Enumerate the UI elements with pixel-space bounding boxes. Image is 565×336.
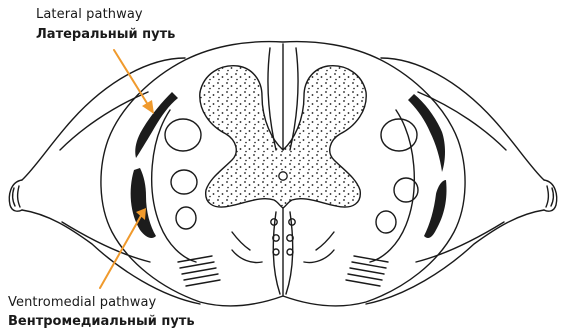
lateral-pathway-arrowhead bbox=[142, 100, 154, 114]
right-ventral-root-hatching bbox=[346, 256, 388, 286]
lateral-pathway-label-ru: Латеральный путь bbox=[36, 26, 175, 44]
lateral-pathway-label-en: Lateral pathway bbox=[36, 6, 143, 24]
right-white-matter-loop-lower bbox=[376, 211, 396, 233]
right-meninges-sleeve-upper bbox=[381, 58, 544, 180]
left-white-matter-loop-lower bbox=[176, 207, 196, 229]
left-white-matter-loop-middle bbox=[171, 170, 197, 194]
ventromedial-pathway-label-en: Ventromedial pathway bbox=[8, 294, 156, 312]
ventromedial-pathway-label-ru: Вентромедиальный путь bbox=[8, 313, 195, 331]
left-lateral-funiculus-outline bbox=[152, 110, 196, 262]
left-white-matter-loop-upper bbox=[165, 119, 201, 151]
right-ventral-tract bbox=[424, 180, 447, 238]
right-white-matter-loop-upper bbox=[381, 119, 417, 151]
left-ventral-root-hatching bbox=[178, 256, 220, 286]
right-lateral-funiculus-outline bbox=[370, 110, 414, 262]
central-canal bbox=[279, 172, 287, 180]
left-meninges-sleeve-upper bbox=[22, 58, 185, 180]
left-inner-sleeve bbox=[60, 92, 148, 150]
